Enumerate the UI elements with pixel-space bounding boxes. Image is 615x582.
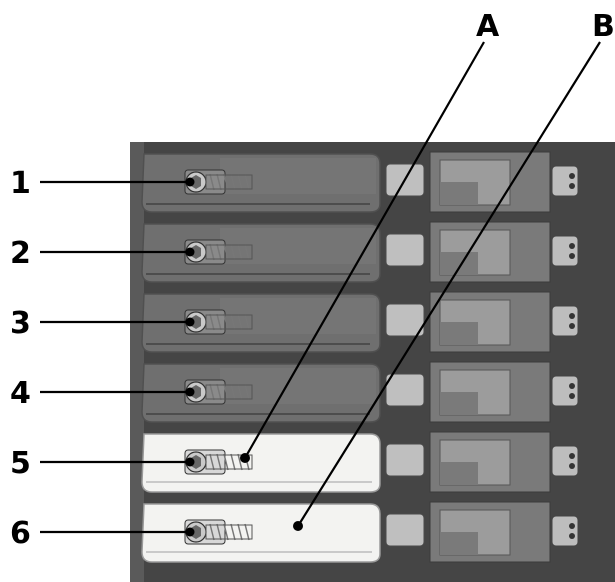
row-leader-lines: 1 2 3 4 5 6: [10, 166, 195, 551]
relay-body-grey: [141, 363, 381, 423]
terminal-block: [385, 291, 579, 353]
row-label-5: 5: [10, 446, 195, 481]
callout-a-label: A: [476, 9, 500, 44]
row-number: 5: [10, 446, 31, 481]
callout-a-dot: [240, 453, 250, 463]
row-label-2: 2: [10, 236, 195, 271]
relay-body-white: [141, 503, 381, 563]
callout-b-label: B: [592, 9, 615, 44]
row-label-6: 6: [10, 516, 195, 551]
row-number: 2: [10, 236, 31, 271]
terminal-block: [385, 361, 579, 423]
relay-body-white: [141, 433, 381, 493]
callout-b-dot: [293, 521, 303, 531]
adjustment-screw: [184, 239, 253, 265]
terminal-block: [385, 221, 579, 283]
relay-body-grey: [141, 153, 381, 213]
terminal-block: [385, 151, 579, 213]
terminal-block: [385, 431, 579, 493]
adjustment-screw: [184, 519, 253, 545]
row-number: 4: [10, 376, 31, 411]
adjustment-screw: [184, 309, 253, 335]
row-label-3: 3: [10, 306, 195, 341]
callout-b-leader: [297, 41, 601, 527]
row-number: 1: [10, 166, 31, 201]
row-label-1: 1: [10, 166, 195, 201]
background-shadow-left: [130, 142, 144, 582]
relay-body-grey: [141, 293, 381, 353]
callout-a: A: [240, 9, 500, 463]
terminal-block-column: [385, 151, 579, 563]
callout-b: B: [293, 9, 615, 531]
row-label-4: 4: [10, 376, 195, 411]
row-number: 6: [10, 516, 31, 551]
relay-body-column: [141, 153, 381, 563]
terminal-block: [385, 501, 579, 563]
callout-a-leader: [244, 41, 485, 459]
row-number: 3: [10, 306, 31, 341]
